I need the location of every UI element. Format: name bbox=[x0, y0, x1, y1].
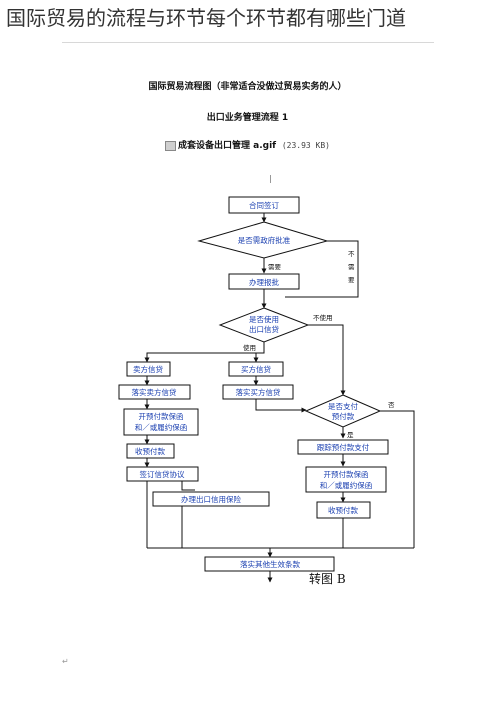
attachment-size: (23.93 KB) bbox=[281, 141, 330, 150]
approval-decision bbox=[197, 221, 329, 259]
impl-seller-box bbox=[118, 384, 191, 400]
open-lg-box bbox=[123, 408, 199, 436]
insurance-box bbox=[152, 491, 270, 507]
sign-credit-label: 签订信贷协议 bbox=[140, 469, 185, 479]
title-divider bbox=[62, 42, 434, 43]
image-file-icon bbox=[165, 140, 176, 151]
not-use-label: 不使用 bbox=[313, 313, 333, 322]
approval-box bbox=[228, 273, 300, 290]
need-label: 需要 bbox=[268, 263, 282, 271]
contract-label: 合同签订 bbox=[249, 200, 279, 210]
seller-credit-box bbox=[126, 361, 171, 377]
document-subheading: 出口业务管理流程 1 bbox=[206, 113, 289, 123]
yes-label: 是 bbox=[347, 431, 354, 439]
advance-decision-label-1: 是否支付 bbox=[328, 401, 358, 411]
collect-advance2-label: 收预付款 bbox=[328, 505, 358, 515]
document-heading: 国际贸易流程图（非常适合没做过贸易实务的人） bbox=[148, 82, 347, 92]
open-lg2-label-1: 开预付款保函 bbox=[324, 469, 369, 479]
advance-decision-label-2: 预付款 bbox=[332, 411, 355, 421]
credit-decision bbox=[218, 307, 310, 343]
credit-decision-label-1: 是否使用 bbox=[249, 314, 279, 324]
figure-caption: 转图 B bbox=[309, 572, 346, 586]
seller-credit-label: 卖方信贷 bbox=[133, 364, 163, 374]
insurance-label: 办理出口信用保险 bbox=[181, 494, 241, 504]
track-advance-box bbox=[297, 439, 389, 455]
collect-advance2-box bbox=[316, 501, 371, 519]
no-label: 否 bbox=[388, 401, 395, 409]
attachment-line[interactable]: 成套设备出口管理 a.gif (23.93 KB) bbox=[0, 138, 495, 151]
contract-box bbox=[228, 196, 300, 214]
impl-buyer-box bbox=[222, 384, 294, 400]
sign-credit-box bbox=[126, 466, 199, 482]
track-advance-label: 跟踪预付款支付 bbox=[317, 442, 370, 452]
advance-decision bbox=[304, 394, 382, 428]
no-need-label: 不需要 bbox=[348, 250, 355, 284]
open-lg2-box bbox=[305, 466, 387, 493]
collect-advance-box bbox=[126, 443, 175, 459]
impl-seller-label: 落实卖方信贷 bbox=[132, 387, 177, 397]
text-cursor bbox=[270, 175, 271, 183]
collect-advance-label: 收预付款 bbox=[135, 446, 165, 456]
buyer-credit-label: 买方信贷 bbox=[241, 364, 271, 374]
paragraph-mark: ↵ bbox=[62, 657, 69, 666]
effect-terms-box bbox=[204, 556, 335, 572]
effect-terms-label: 落实其他生效条款 bbox=[240, 559, 300, 569]
impl-buyer-label: 落实买方信贷 bbox=[236, 387, 281, 397]
attachment-name[interactable]: 成套设备出口管理 a.gif bbox=[178, 141, 277, 151]
open-lg-label-2: 和／或履约保函 bbox=[135, 422, 188, 432]
credit-decision-label-2: 出口信贷 bbox=[249, 324, 279, 334]
page-title: 国际贸易的流程与环节每个环节都有哪些门道 bbox=[6, 6, 406, 30]
open-lg-label-1: 开预付款保函 bbox=[139, 411, 184, 421]
approval-label: 办理报批 bbox=[249, 277, 279, 287]
approval-decision-label: 是否需政府批准 bbox=[238, 235, 291, 245]
buyer-credit-box bbox=[228, 361, 284, 377]
use-label: 使用 bbox=[243, 343, 256, 352]
export-flowchart: 合同签订 是否需政府批准 办理报批 是否使用 出口信贷 卖方信贷 买方信贷 落实… bbox=[118, 196, 415, 583]
open-lg2-label-2: 和／或履约保函 bbox=[320, 480, 373, 490]
